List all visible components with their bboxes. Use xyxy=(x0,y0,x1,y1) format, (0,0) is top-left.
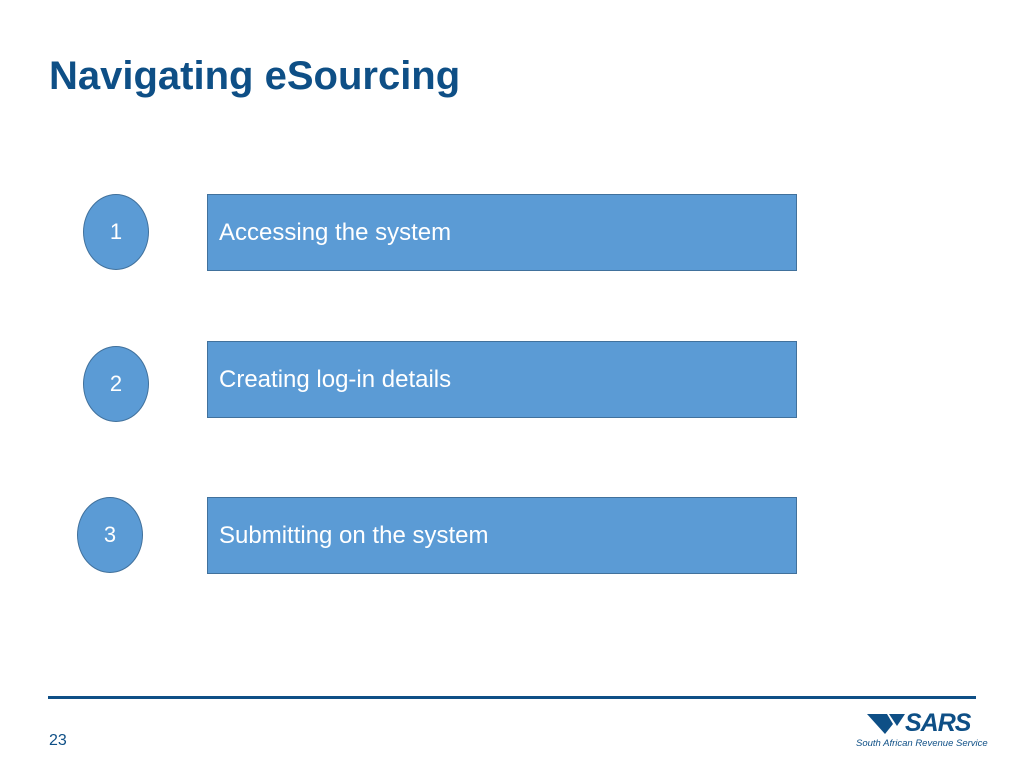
sars-wordmark: SARS xyxy=(905,709,971,737)
page-number: 23 xyxy=(49,732,67,749)
sars-tagline: South African Revenue Service xyxy=(856,738,988,749)
sars-emblem-icon xyxy=(867,714,905,734)
slide-title: Navigating eSourcing xyxy=(49,54,461,98)
step-3-number-badge: 3 xyxy=(77,497,143,573)
step-1-number-badge: 1 xyxy=(83,194,149,270)
step-3-submitting-on-the-system[interactable]: Submitting on the system xyxy=(207,497,797,574)
footer-divider xyxy=(48,696,976,699)
step-1-accessing-the-system[interactable]: Accessing the system xyxy=(207,194,797,271)
step-2-creating-log-in-details[interactable]: Creating log-in details xyxy=(207,341,797,418)
sars-logo: SARS South African Revenue Service xyxy=(855,708,988,750)
step-2-number-badge: 2 xyxy=(83,346,149,422)
